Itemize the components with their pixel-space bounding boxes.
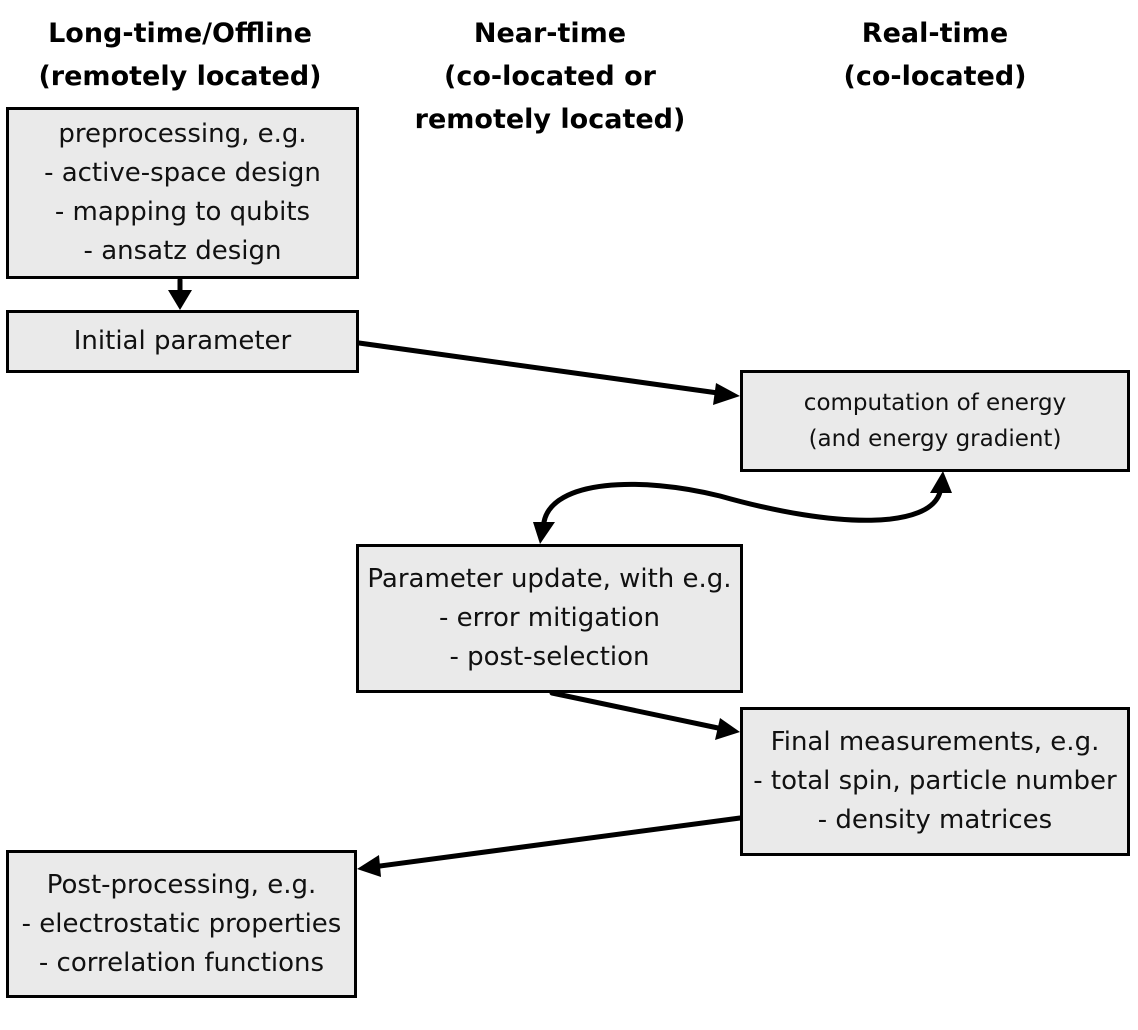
arrow-final-to-postprocessing [377,815,743,869]
parameter-update-title: Parameter update, with e.g. [367,564,732,594]
arrow-update-to-final [549,690,721,731]
initial-parameter-label: Initial parameter [73,326,292,356]
energy-computation-subtitle: (and energy gradient) [808,426,1062,452]
preprocessing-box: preprocessing, e.g. - active-space desig… [6,107,359,279]
header-offline-title: Long-time/Offline [48,18,312,49]
arrowhead-final-to-postprocessing [357,855,381,877]
energy-computation-box: computation of energy (and energy gradie… [740,370,1130,472]
preprocessing-item: - ansatz design [83,236,282,266]
final-measurements-box: Final measurements, e.g. - total spin, p… [740,707,1130,856]
header-near-time-subtitle-1: (co-located or [444,61,656,92]
header-near-time: Near-time (co-located or remotely locate… [395,12,705,141]
arrowhead-preprocessing-to-initial [168,290,192,310]
preprocessing-item: - mapping to qubits [54,197,311,227]
final-measurements-item: - density matrices [817,805,1053,835]
parameter-update-item: - error mitigation [438,603,661,633]
arrowhead-initial-to-energy [713,383,740,405]
header-real-time-subtitle: (co-located) [843,61,1027,92]
final-measurements-title: Final measurements, e.g. [770,727,1100,757]
header-near-time-subtitle-2: remotely located) [414,104,686,135]
arrowhead-loop-at-energy [930,471,952,493]
preprocessing-title: preprocessing, e.g. [58,119,307,149]
preprocessing-item: - active-space design [44,158,321,188]
post-processing-item: - correlation functions [38,947,325,978]
post-processing-box: Post-processing, e.g. - electrostatic pr… [6,850,357,998]
header-real-time-title: Real-time [861,18,1009,49]
arrow-energy-update-loop [541,481,943,525]
parameter-update-box: Parameter update, with e.g. - error miti… [356,544,743,693]
arrowhead-update-to-final [715,718,740,740]
initial-parameter-box: Initial parameter [6,310,359,373]
post-processing-item: - electrostatic properties [21,908,342,939]
energy-computation-title: computation of energy [803,390,1067,416]
arrow-initial-to-energy [356,340,721,396]
header-near-time-title: Near-time [473,18,627,49]
header-real-time: Real-time (co-located) [780,12,1090,98]
header-offline-subtitle: (remotely located) [38,61,322,92]
final-measurements-item: - total spin, particle number [753,766,1117,796]
parameter-update-item: - post-selection [449,642,650,672]
post-processing-title: Post-processing, e.g. [46,869,317,900]
header-offline: Long-time/Offline (remotely located) [20,12,340,98]
arrowhead-loop-at-update [533,522,555,544]
